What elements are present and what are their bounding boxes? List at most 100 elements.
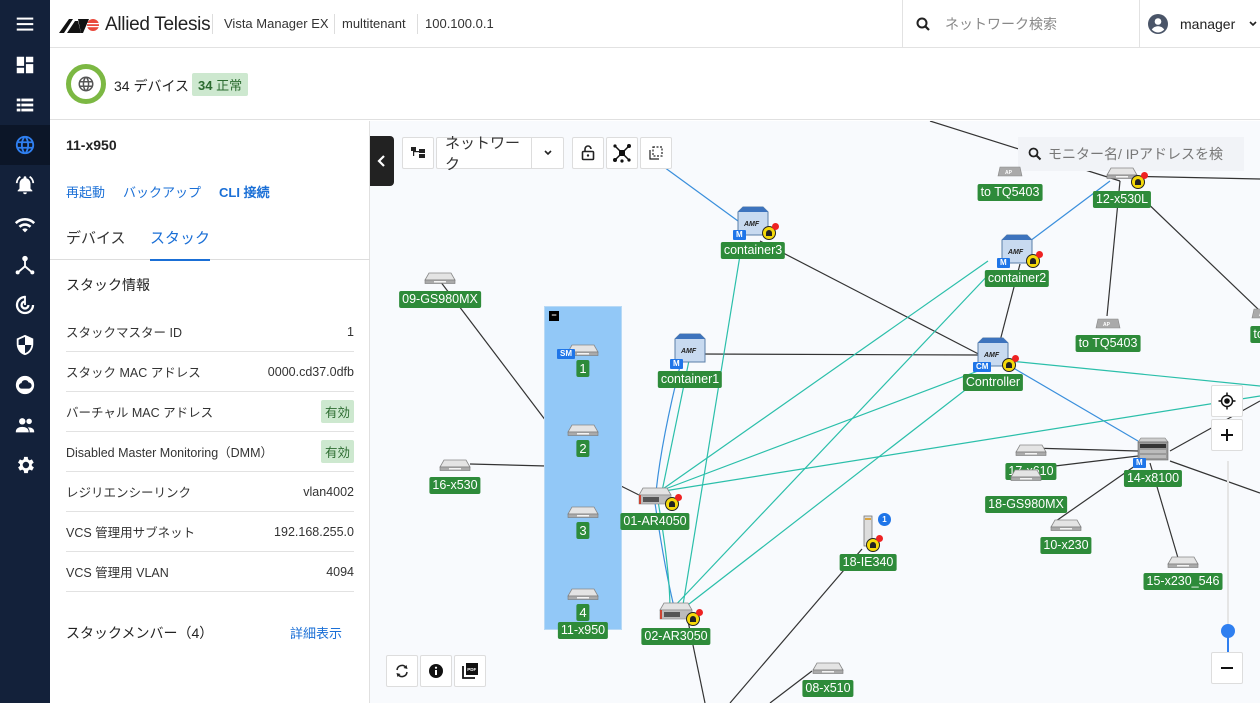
alarm-bell-icon[interactable]: [1002, 355, 1019, 372]
cli-connect-link[interactable]: CLI 接続: [219, 185, 270, 200]
row-label: VCS 管理用サブネット: [66, 526, 196, 540]
nav-alarms[interactable]: [0, 165, 50, 205]
export-pdf-button[interactable]: PDF: [454, 655, 486, 687]
node-label[interactable]: 15-x230_546: [1143, 573, 1223, 590]
amf-device-icon[interactable]: AMF: [674, 333, 706, 368]
monitor-search-input[interactable]: [1048, 146, 1228, 162]
nav-list[interactable]: [0, 85, 50, 125]
node-label[interactable]: to TQ5403: [977, 184, 1043, 201]
network-search-input[interactable]: [945, 16, 1135, 32]
node-label[interactable]: to TQ5403: [1075, 335, 1141, 352]
cloud-icon: [15, 375, 35, 395]
ap-device-icon[interactable]: AP: [1095, 316, 1121, 334]
node-label[interactable]: container3: [720, 242, 786, 259]
view-select-dropdown[interactable]: [531, 138, 563, 168]
node-label[interactable]: 02-AR3050: [641, 628, 711, 645]
node-label[interactable]: 01-AR4050: [620, 513, 690, 530]
node-label[interactable]: 18-IE340: [839, 554, 897, 571]
node-label[interactable]: 10-x230: [1040, 537, 1092, 554]
network-map[interactable]: ネットワーク − 09-GS980MX 16-x530 AMF container1 M…: [370, 121, 1260, 703]
link: [681, 242, 743, 612]
node-label[interactable]: Controller: [962, 374, 1024, 391]
zoom-slider-track[interactable]: [1227, 461, 1229, 661]
link: [659, 345, 693, 502]
switch-device-icon[interactable]: [1050, 518, 1082, 536]
nav-topology[interactable]: [0, 245, 50, 285]
tab-device[interactable]: デバイス: [66, 230, 126, 247]
node-label[interactable]: 16-x530: [429, 477, 481, 494]
stack-member-switch-icon[interactable]: [567, 423, 599, 441]
backup-link[interactable]: バックアップ: [123, 185, 202, 200]
nav-cloud[interactable]: [0, 365, 50, 405]
tab-stack[interactable]: スタック: [150, 227, 211, 261]
menu-button[interactable]: [0, 4, 50, 44]
nav-settings[interactable]: [0, 445, 50, 485]
details-link[interactable]: 詳細表示: [289, 626, 342, 641]
alarm-bell-icon[interactable]: [1131, 172, 1148, 189]
alarm-bell-icon[interactable]: [665, 494, 682, 511]
ap-device-icon[interactable]: AP: [1251, 306, 1260, 324]
collapse-panel-button[interactable]: [370, 136, 394, 186]
center-map-button[interactable]: [1211, 385, 1243, 417]
node-label[interactable]: 18-GS980MX: [985, 496, 1067, 513]
switch-device-icon[interactable]: [812, 661, 844, 679]
view-select[interactable]: ネットワーク: [436, 135, 564, 173]
nav-security[interactable]: [0, 325, 50, 365]
row-value: 0000.cd37.0dfb: [267, 364, 354, 379]
node-label[interactable]: 14-x8100: [1123, 470, 1183, 487]
alarm-bell-icon[interactable]: [1026, 251, 1043, 268]
map-links: [439, 121, 1260, 703]
nav-network-map[interactable]: [0, 125, 50, 165]
link: [1169, 460, 1260, 494]
search-icon: [1028, 147, 1042, 161]
alarm-bell-icon[interactable]: [686, 609, 703, 626]
router-device-icon[interactable]: [638, 487, 672, 510]
switch-device-icon[interactable]: [1167, 555, 1199, 573]
chassis-device-icon[interactable]: [1137, 437, 1169, 466]
nav-monitoring[interactable]: [0, 285, 50, 325]
reboot-link[interactable]: 再起動: [66, 185, 106, 200]
role-tag: M: [733, 230, 746, 240]
zoom-out-button[interactable]: [1211, 652, 1243, 684]
stack-member-switch-icon[interactable]: [567, 505, 599, 523]
nav-wireless[interactable]: [0, 205, 50, 245]
collapse-stack-button[interactable]: −: [549, 311, 559, 321]
stack-member-id: 1: [576, 360, 590, 377]
nav-dashboard[interactable]: [0, 45, 50, 85]
node-label[interactable]: 08-x510: [802, 680, 854, 697]
stack-name-label[interactable]: 11-x950: [557, 622, 609, 639]
normal-status-badge[interactable]: 34 正常: [192, 73, 249, 96]
user-menu[interactable]: manager: [1146, 0, 1260, 48]
switch-device-icon[interactable]: [1015, 443, 1047, 461]
ap-device-icon[interactable]: AP: [997, 164, 1023, 182]
zoom-slider-thumb[interactable]: [1221, 624, 1235, 638]
info-button[interactable]: [420, 655, 452, 687]
layout-tree-button[interactable]: [402, 137, 434, 169]
node-label[interactable]: container2: [984, 270, 1050, 287]
zoom-in-button[interactable]: [1211, 419, 1243, 451]
stack-member-switch-icon[interactable]: [567, 587, 599, 605]
stack-info-title: スタック情報: [66, 277, 150, 293]
auto-layout-button[interactable]: [606, 137, 638, 169]
row-label: スタックマスター ID: [66, 326, 182, 340]
amf-device-icon[interactable]: AMF: [1001, 234, 1033, 269]
alarm-bell-icon[interactable]: [866, 535, 883, 552]
select-area-button[interactable]: [640, 137, 672, 169]
node-label[interactable]: 12-x530L: [1092, 191, 1152, 208]
nav-users[interactable]: [0, 405, 50, 445]
stack-member-id: 3: [576, 522, 590, 539]
node-label[interactable]: to T: [1250, 326, 1260, 343]
node-label[interactable]: container1: [657, 371, 723, 388]
switch-device-icon[interactable]: [1010, 468, 1042, 486]
alarm-bell-icon[interactable]: [762, 223, 779, 240]
lock-layout-button[interactable]: [572, 137, 604, 169]
switch-device-icon[interactable]: [439, 458, 471, 476]
switch-device-icon[interactable]: [424, 271, 456, 289]
node-label[interactable]: 09-GS980MX: [399, 291, 481, 308]
refresh-button[interactable]: [386, 655, 418, 687]
